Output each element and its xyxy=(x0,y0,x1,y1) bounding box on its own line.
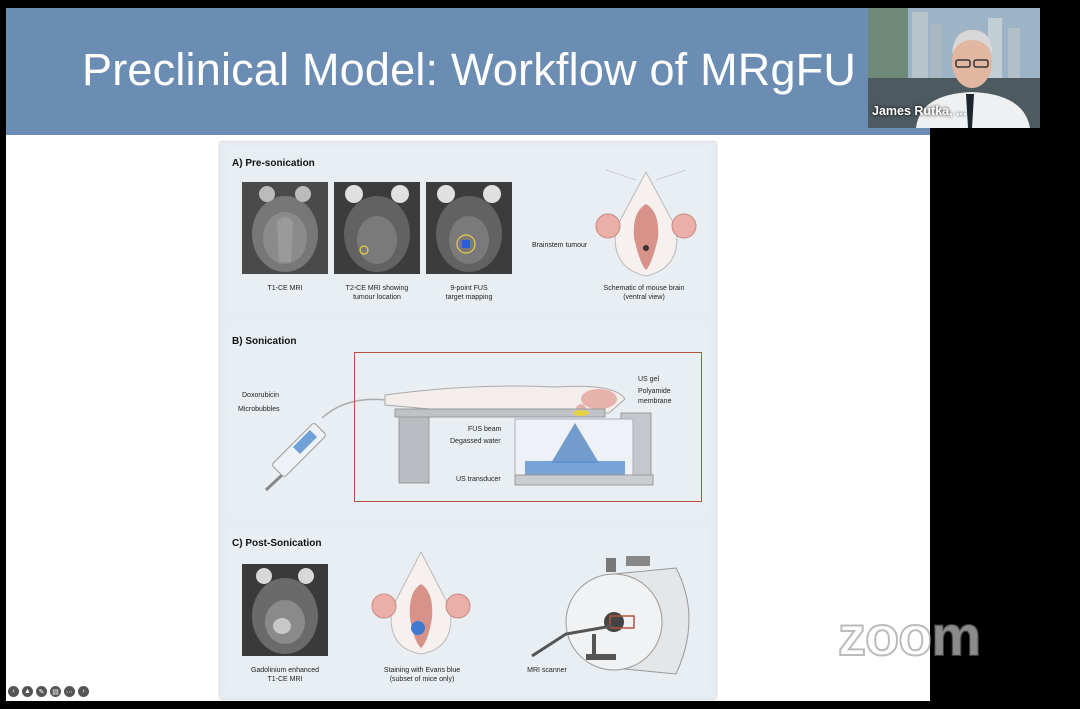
participant-video-frame xyxy=(868,8,1040,128)
us-gel-label: US gel xyxy=(638,376,660,383)
caption-fus: 9-point FUS target mapping xyxy=(422,284,516,302)
syringe-illustration xyxy=(256,386,396,501)
slide-title-bar: Preclinical Model: Workflow of MRgFU xyxy=(6,8,930,135)
caption-t2: T2-CE MRI showing tumour location xyxy=(326,284,428,302)
caption-t1: T1-CE MRI xyxy=(242,284,328,293)
more-icon[interactable]: ⋯ xyxy=(64,686,75,697)
t2-mri-image xyxy=(334,182,420,274)
fus-target-mapping-image xyxy=(426,182,512,274)
workflow-figure: A) Pre-sonication xyxy=(220,142,716,699)
captions-icon[interactable]: ▤ xyxy=(50,686,61,697)
caption-evans-line1: Staining with Evans blue xyxy=(383,667,461,674)
sonication-setup-box xyxy=(354,352,702,502)
panel-pre-sonication: A) Pre-sonication xyxy=(226,148,710,312)
t1-mri-image xyxy=(242,182,328,274)
caption-mri-scanner-text: MRI scanner xyxy=(527,667,567,674)
slide-controls: ‹ ▲ ✎ ▤ ⋯ › xyxy=(8,686,89,697)
mouse-brain-schematic xyxy=(586,168,706,285)
participant-name: James Rutka, ... xyxy=(872,104,967,118)
panel-a-label: A) Pre-sonication xyxy=(232,158,315,169)
brainstem-tumour-label: Brainstem tumour xyxy=(532,242,588,249)
shared-slide: Preclinical Model: Workflow of MRgFU A) … xyxy=(6,8,930,701)
gadolinium-mri-image xyxy=(242,564,328,656)
caption-schematic: Schematic of mouse brain (ventral view) xyxy=(582,284,706,302)
caption-mri-scanner: MRI scanner xyxy=(512,666,582,675)
panel-sonication: B) Sonication Doxorubicin Microbubbles xyxy=(226,326,710,514)
polyamide-label-1: Polyamide xyxy=(638,388,671,395)
degassed-water-label: Degassed water xyxy=(450,438,501,445)
annotate-icon[interactable]: ▲ xyxy=(22,686,33,697)
caption-evans-line2: (subset of mice only) xyxy=(389,676,455,683)
polyamide-label-2: membrane xyxy=(638,398,672,405)
evans-blue-schematic xyxy=(366,548,476,663)
participant-video-tile[interactable]: James Rutka, ... xyxy=(868,8,1040,128)
caption-gadolinium-line1: Gadolinium enhanced xyxy=(250,667,320,674)
caption-t2-line1: T2-CE MRI showing xyxy=(345,285,409,292)
panel-post-sonication: C) Post-Sonication Gadolinium enhanced T… xyxy=(226,528,710,694)
caption-gadolinium: Gadolinium enhanced T1-CE MRI xyxy=(234,666,336,684)
panel-c-label: C) Post-Sonication xyxy=(232,538,322,549)
mri-scanner-illustration xyxy=(526,538,706,693)
doxorubicin-label: Doxorubicin xyxy=(242,392,279,399)
microbubbles-label: Microbubbles xyxy=(238,406,280,413)
panel-b-label: B) Sonication xyxy=(232,336,297,347)
caption-schematic-line2: (ventral view) xyxy=(623,294,665,301)
fus-beam-label: FUS beam xyxy=(468,426,502,433)
caption-fus-line1: 9-point FUS xyxy=(450,285,488,292)
zoom-watermark: zoom xyxy=(837,603,982,668)
caption-t1-text: T1-CE MRI xyxy=(267,285,303,292)
caption-schematic-line1: Schematic of mouse brain xyxy=(603,285,685,292)
next-slide-icon[interactable]: › xyxy=(78,686,89,697)
draw-icon[interactable]: ✎ xyxy=(36,686,47,697)
slide-title: Preclinical Model: Workflow of MRgFU xyxy=(82,44,857,95)
us-transducer-label: US transducer xyxy=(456,476,501,483)
caption-fus-line2: target mapping xyxy=(445,294,493,301)
prev-slide-icon[interactable]: ‹ xyxy=(8,686,19,697)
caption-t2-line2: tumour location xyxy=(353,294,401,301)
caption-gadolinium-line2: T1-CE MRI xyxy=(267,676,303,683)
caption-evans: Staining with Evans blue (subset of mice… xyxy=(362,666,482,684)
